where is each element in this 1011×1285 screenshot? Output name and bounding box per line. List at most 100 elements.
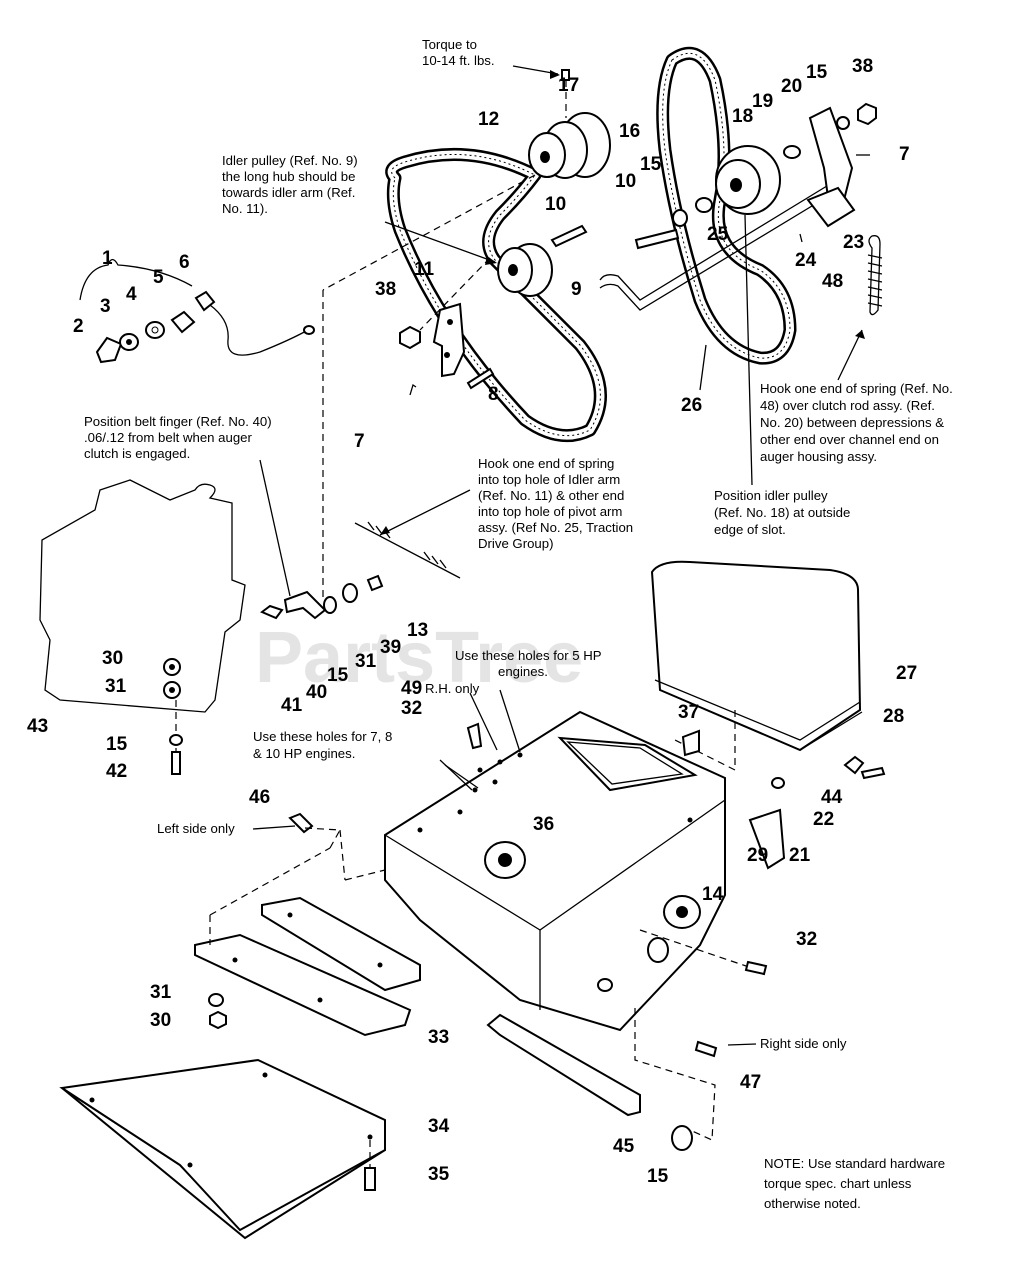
callout-40: 40 — [306, 682, 327, 703]
callout-17: 17 — [558, 75, 579, 96]
callout-32b: 32 — [796, 929, 817, 950]
holes-7-8-10-note-line1: Use these holes for 7, 8 — [253, 729, 392, 744]
callout-30a: 30 — [102, 648, 123, 669]
callout-labels: 1 2 3 4 5 6 17 16 12 10 9 11 38 8 7 15 3… — [27, 56, 917, 1187]
spring-clutch-note-line2: 48) over clutch rod assy. (Ref. — [760, 398, 935, 413]
skid-rail-assembly-part-33 — [194, 829, 421, 1037]
callout-8: 8 — [488, 384, 499, 405]
holes-7-8-10-note-line2: & 10 HP engines. — [253, 746, 355, 761]
callout-38b: 38 — [852, 56, 873, 77]
nut-part-30b — [209, 1010, 227, 1030]
spring-idler-note-line3: (Ref. No. 11) & other end — [478, 488, 624, 503]
washer-part-15a — [672, 209, 688, 227]
idler-arm-part-11 — [432, 302, 466, 378]
holes-5hp-note-line1: Use these holes for 5 HP — [455, 648, 602, 663]
engine-outline-part-43 — [39, 479, 246, 775]
idler-pos-note-line3: edge of slot. — [714, 522, 786, 537]
callout-15a: 15 — [806, 62, 828, 83]
spring-idler-note-line2: into top hole of Idler arm — [478, 472, 620, 487]
callout-48: 48 — [822, 271, 843, 292]
belt-finger-group — [259, 459, 384, 620]
ignition-wire-group — [79, 258, 315, 364]
idler-hub-note-line2: the long hub should be — [222, 169, 355, 184]
bolt-part-32a — [466, 722, 483, 750]
washer-part-15f — [671, 1125, 693, 1151]
callout-15c: 15 — [106, 734, 128, 755]
engine-mount-holes — [163, 658, 181, 699]
rh-only-note: R.H. only — [425, 681, 480, 696]
bolt-part-10a — [550, 224, 588, 248]
belt-finger-note-line1: Position belt finger (Ref. No. 40) — [84, 414, 272, 429]
belt-finger-part-40 — [283, 590, 327, 620]
callout-23: 23 — [843, 232, 864, 253]
bolt-part-47 — [694, 1040, 718, 1058]
callout-46: 46 — [249, 787, 270, 808]
callout-3: 3 — [100, 296, 111, 317]
auger-housing-part-29 — [252, 710, 886, 1058]
callout-6: 6 — [179, 252, 190, 273]
bracket-part-37 — [681, 729, 700, 757]
nut-part-38a — [399, 325, 421, 350]
callout-7b: 7 — [899, 144, 910, 165]
left-side-only-note: Left side only — [157, 821, 235, 836]
callout-2: 2 — [73, 316, 84, 337]
callout-13: 13 — [407, 620, 428, 641]
spring-idler-note-line1: Hook one end of spring — [478, 456, 614, 471]
callout-31a: 31 — [105, 676, 127, 697]
connector-part-5 — [170, 310, 196, 334]
bearing-part-36 — [484, 841, 526, 879]
belt-cover-part-27 — [650, 560, 863, 771]
idler-hub-note-line3: towards idler arm (Ref. — [222, 185, 355, 200]
callout-19: 19 — [752, 91, 773, 112]
idler-pulley-part-18 — [715, 145, 781, 215]
bracket-part-23 — [806, 186, 856, 228]
callout-39: 39 — [380, 637, 401, 658]
bolt-part-39 — [366, 574, 384, 592]
lockwasher-part-31a — [342, 583, 358, 603]
callout-18: 18 — [732, 106, 753, 127]
standard-hardware-note-line3: otherwise noted. — [764, 1196, 861, 1211]
watermark: PartsTree — [255, 618, 583, 698]
callout-30b: 30 — [150, 1010, 171, 1031]
callout-15b: 15 — [640, 154, 662, 175]
torque-note-line1: Torque to — [422, 37, 477, 52]
callout-32a: 32 — [401, 698, 422, 719]
engine-pulley-part-16 — [528, 112, 611, 179]
callout-42: 42 — [106, 761, 127, 782]
nut-part-22 — [771, 777, 785, 789]
callout-21: 21 — [789, 845, 811, 866]
spacer-part-25 — [695, 197, 713, 213]
bolt-part-42 — [171, 751, 181, 775]
callout-38a: 38 — [375, 279, 396, 300]
callout-10a: 10 — [545, 194, 566, 215]
bracket-part-21 — [748, 808, 786, 870]
spacer-part-19 — [783, 145, 801, 159]
callout-14: 14 — [702, 884, 724, 905]
traction-belt-assembly — [599, 46, 883, 486]
callout-49: 49 — [401, 678, 422, 699]
callout-7a: 7 — [354, 431, 365, 452]
callout-27: 27 — [896, 663, 917, 684]
spacer-part-41 — [260, 604, 284, 620]
screw-part-35 — [364, 1167, 376, 1191]
spring-clutch-note-line1: Hook one end of spring (Ref. No. — [760, 381, 953, 396]
nut-part-38b — [857, 102, 877, 126]
callout-11: 11 — [414, 259, 435, 280]
spring-part-13 — [354, 489, 471, 579]
callout-20: 20 — [781, 76, 802, 97]
callout-31c: 31 — [355, 651, 377, 672]
torque-note-line2: 10-14 ft. lbs. — [422, 53, 495, 68]
washer-part-15d — [323, 596, 337, 614]
callout-45: 45 — [613, 1136, 635, 1157]
callout-10b: 10 — [615, 171, 636, 192]
washer-part-15c — [169, 734, 183, 746]
idler-pos-note-line1: Position idler pulley — [714, 488, 828, 503]
screw-part-28 — [860, 766, 886, 780]
standard-hardware-note-line2: torque spec. chart unless — [764, 1176, 912, 1191]
callout-12: 12 — [478, 109, 499, 130]
callout-26: 26 — [681, 395, 702, 416]
auger-drive-belt-assembly — [322, 69, 611, 600]
callout-35: 35 — [428, 1164, 450, 1185]
spring-clutch-note-line4: other end over channel end on — [760, 432, 939, 447]
